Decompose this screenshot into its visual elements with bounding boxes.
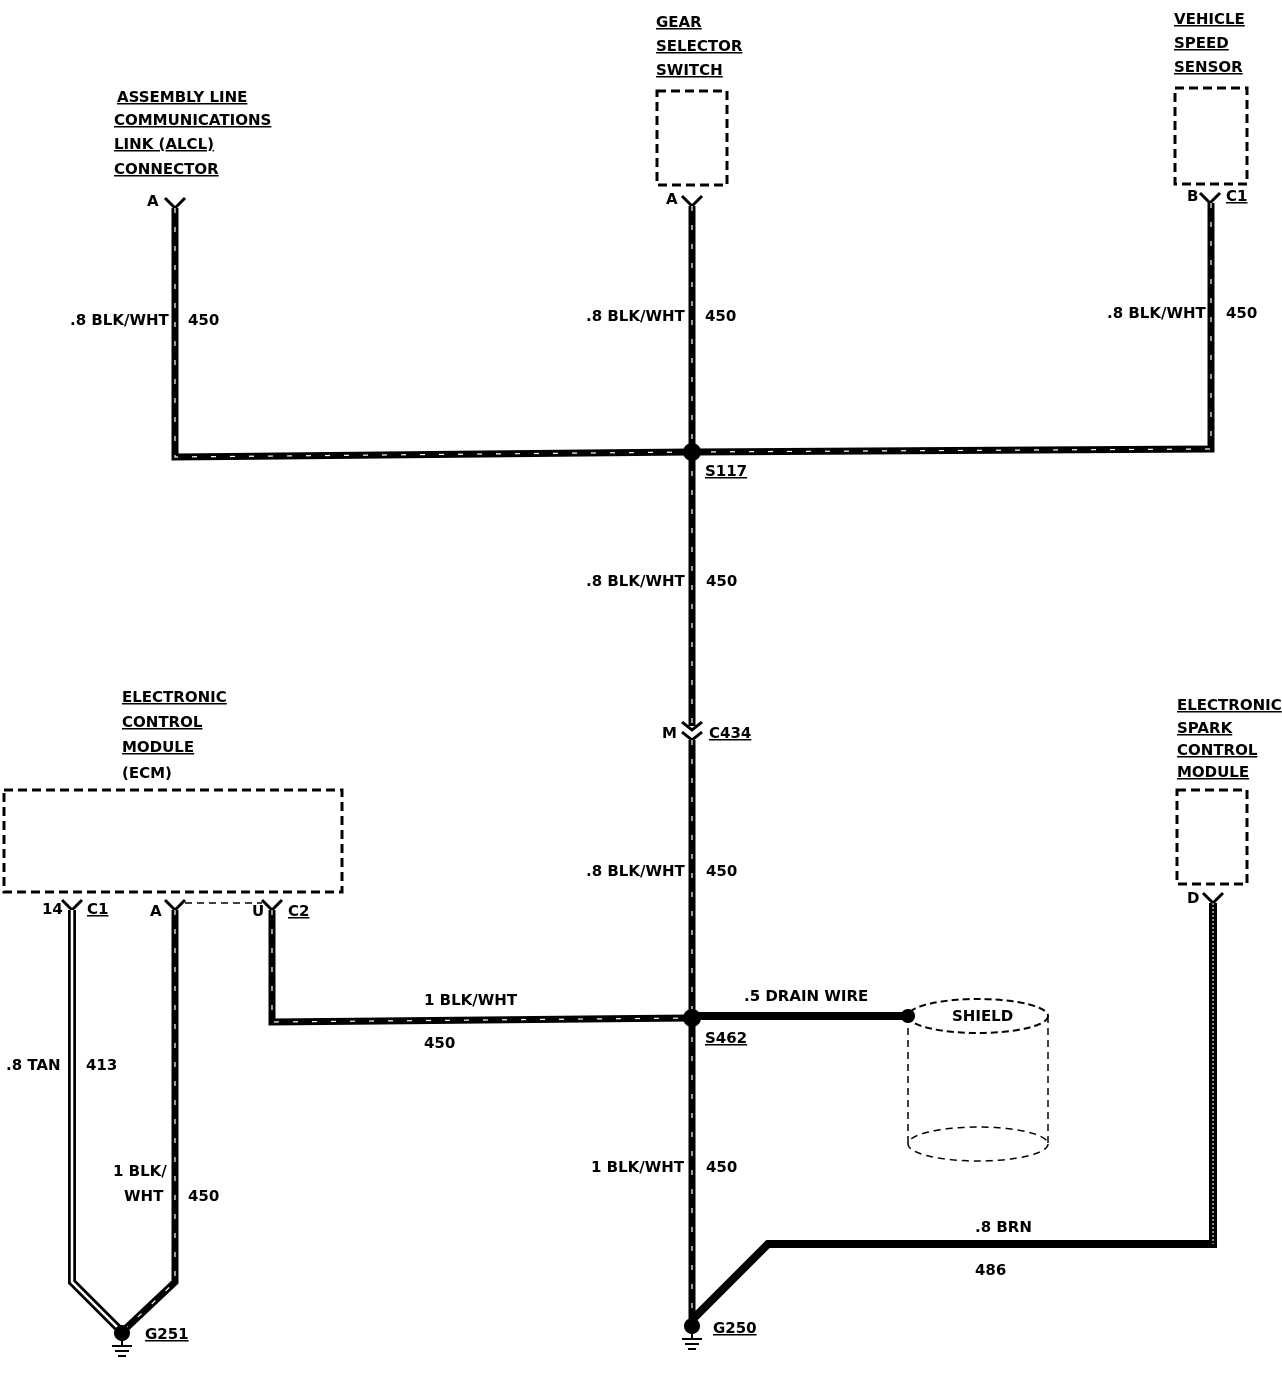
wire-ecm-u-450: [268, 910, 693, 1026]
wire-alcl-450: [171, 208, 693, 461]
wire-ecm-blk-gauge-line2: WHT: [124, 1187, 164, 1205]
wire-c434-s462-circuit: 450: [706, 862, 737, 880]
svg-text:MODULE: MODULE: [1177, 763, 1249, 781]
ecm-blk-pin-label: A: [150, 902, 162, 920]
splice-s462-label: S462: [705, 1029, 747, 1047]
wire-s117-c434-circuit: 450: [706, 572, 737, 590]
ecm-label: ELECTRONIC CONTROL MODULE (ECM): [122, 688, 227, 782]
wire-c434-s462-gauge: .8 BLK/WHT: [586, 862, 686, 880]
wire-ecm-tan-circuit: 413: [86, 1056, 117, 1074]
wire-escm-brn-gauge: .8 BRN: [975, 1218, 1032, 1236]
wire-s117-c434-gauge: .8 BLK/WHT: [586, 572, 686, 590]
splice-s462: [683, 1009, 701, 1027]
ecm-terminal-a: [163, 898, 187, 913]
wire-ecm-tan-413: [68, 910, 125, 1335]
drain-shield-junction: [901, 1009, 915, 1023]
svg-text:SELECTOR: SELECTOR: [656, 37, 743, 55]
wire-escm-brn-486: [689, 903, 1217, 1323]
wire-ecm-blk-450: [119, 910, 179, 1335]
svg-text:SPEED: SPEED: [1174, 34, 1229, 52]
wire-s462-g250-circuit: 450: [706, 1158, 737, 1176]
spark-control-module-box: [1175, 788, 1249, 886]
escm-pin-label: D: [1187, 889, 1199, 907]
wire-alcl-gauge: .8 BLK/WHT: [70, 311, 170, 329]
svg-text:MODULE: MODULE: [122, 738, 194, 756]
vehicle-speed-sensor-box: [1173, 86, 1249, 186]
gear-selector-switch-box: [655, 89, 729, 187]
svg-text:CONTROL: CONTROL: [122, 713, 203, 731]
alcl-terminal-a: [163, 196, 187, 211]
ground-g251-icon: [112, 1325, 132, 1357]
vss-pin-label: B: [1187, 187, 1198, 205]
shield-cylinder: SHIELD: [907, 998, 1049, 1162]
alcl-pin-label: A: [147, 192, 159, 210]
wire-escm-brn-circuit: 486: [975, 1261, 1006, 1279]
vss-connector-label: C1: [1226, 187, 1247, 205]
svg-text:SPARK: SPARK: [1177, 719, 1234, 737]
wire-gear-gauge: .8 BLK/WHT: [586, 307, 686, 325]
wire-vss-gauge: .8 BLK/WHT: [1107, 304, 1207, 322]
wire-vss-450: [691, 203, 1215, 456]
svg-text:VEHICLE: VEHICLE: [1174, 10, 1245, 28]
ground-g250-icon: [682, 1318, 702, 1350]
svg-text:CONNECTOR: CONNECTOR: [114, 160, 219, 178]
ecm-tan-pin-label: 14: [42, 900, 63, 918]
escm-terminal-d: [1201, 891, 1225, 906]
svg-text:ELECTRONIC: ELECTRONIC: [1177, 696, 1282, 714]
svg-text:COMMUNICATIONS: COMMUNICATIONS: [114, 111, 271, 129]
gear-terminal-a: [680, 194, 704, 209]
ground-g251-label: G251: [145, 1325, 189, 1343]
svg-text:CONTROL: CONTROL: [1177, 741, 1258, 759]
svg-text:ASSEMBLY LINE: ASSEMBLY LINE: [117, 88, 247, 106]
drain-wire-label: .5 DRAIN WIRE: [744, 987, 868, 1005]
spark-control-module-label: ELECTRONIC SPARK CONTROL MODULE: [1177, 696, 1282, 781]
splice-s117: [683, 443, 701, 461]
vss-terminal-b: [1198, 191, 1222, 206]
wire-ecm-blk-gauge-line1: 1 BLK/: [113, 1162, 167, 1180]
c434-connector-label: C434: [709, 724, 751, 742]
ecm-tan-connector-label: C1: [87, 900, 108, 918]
wire-ecm-tan-gauge: .8 TAN: [6, 1056, 61, 1074]
ecm-u-pin-label: U: [252, 902, 264, 920]
wire-vss-circuit: 450: [1226, 304, 1257, 322]
wire-alcl-circuit: 450: [188, 311, 219, 329]
ecm-u-connector-label: C2: [288, 902, 309, 920]
ground-g250-label: G250: [713, 1319, 757, 1337]
ecm-terminal-14: [60, 898, 84, 913]
wire-ecm-blk-circuit: 450: [188, 1187, 219, 1205]
svg-text:GEAR: GEAR: [656, 13, 702, 31]
wire-s462-g250-gauge: 1 BLK/WHT: [591, 1158, 685, 1176]
wire-ecm-u-circuit: 450: [424, 1034, 455, 1052]
c434-pin-label: M: [662, 724, 677, 742]
vehicle-speed-sensor-label: VEHICLE SPEED SENSOR: [1174, 10, 1245, 76]
svg-text:SWITCH: SWITCH: [656, 61, 723, 79]
wire-ecm-u-gauge: 1 BLK/WHT: [424, 991, 518, 1009]
shield-label: SHIELD: [952, 1007, 1013, 1025]
svg-text:(ECM): (ECM): [122, 764, 172, 782]
svg-text:ELECTRONIC: ELECTRONIC: [122, 688, 227, 706]
splice-s117-label: S117: [705, 462, 747, 480]
svg-text:LINK (ALCL): LINK (ALCL): [114, 135, 214, 153]
gear-selector-switch-label: GEAR SELECTOR SWITCH: [656, 13, 743, 79]
wire-gear-circuit: 450: [705, 307, 736, 325]
alcl-connector-label: ASSEMBLY LINE COMMUNICATIONS LINK (ALCL)…: [114, 88, 271, 178]
svg-text:SENSOR: SENSOR: [1174, 58, 1243, 76]
ecm-box: [2, 788, 344, 894]
gear-pin-label: A: [666, 190, 678, 208]
ecm-terminal-u: [260, 898, 284, 913]
